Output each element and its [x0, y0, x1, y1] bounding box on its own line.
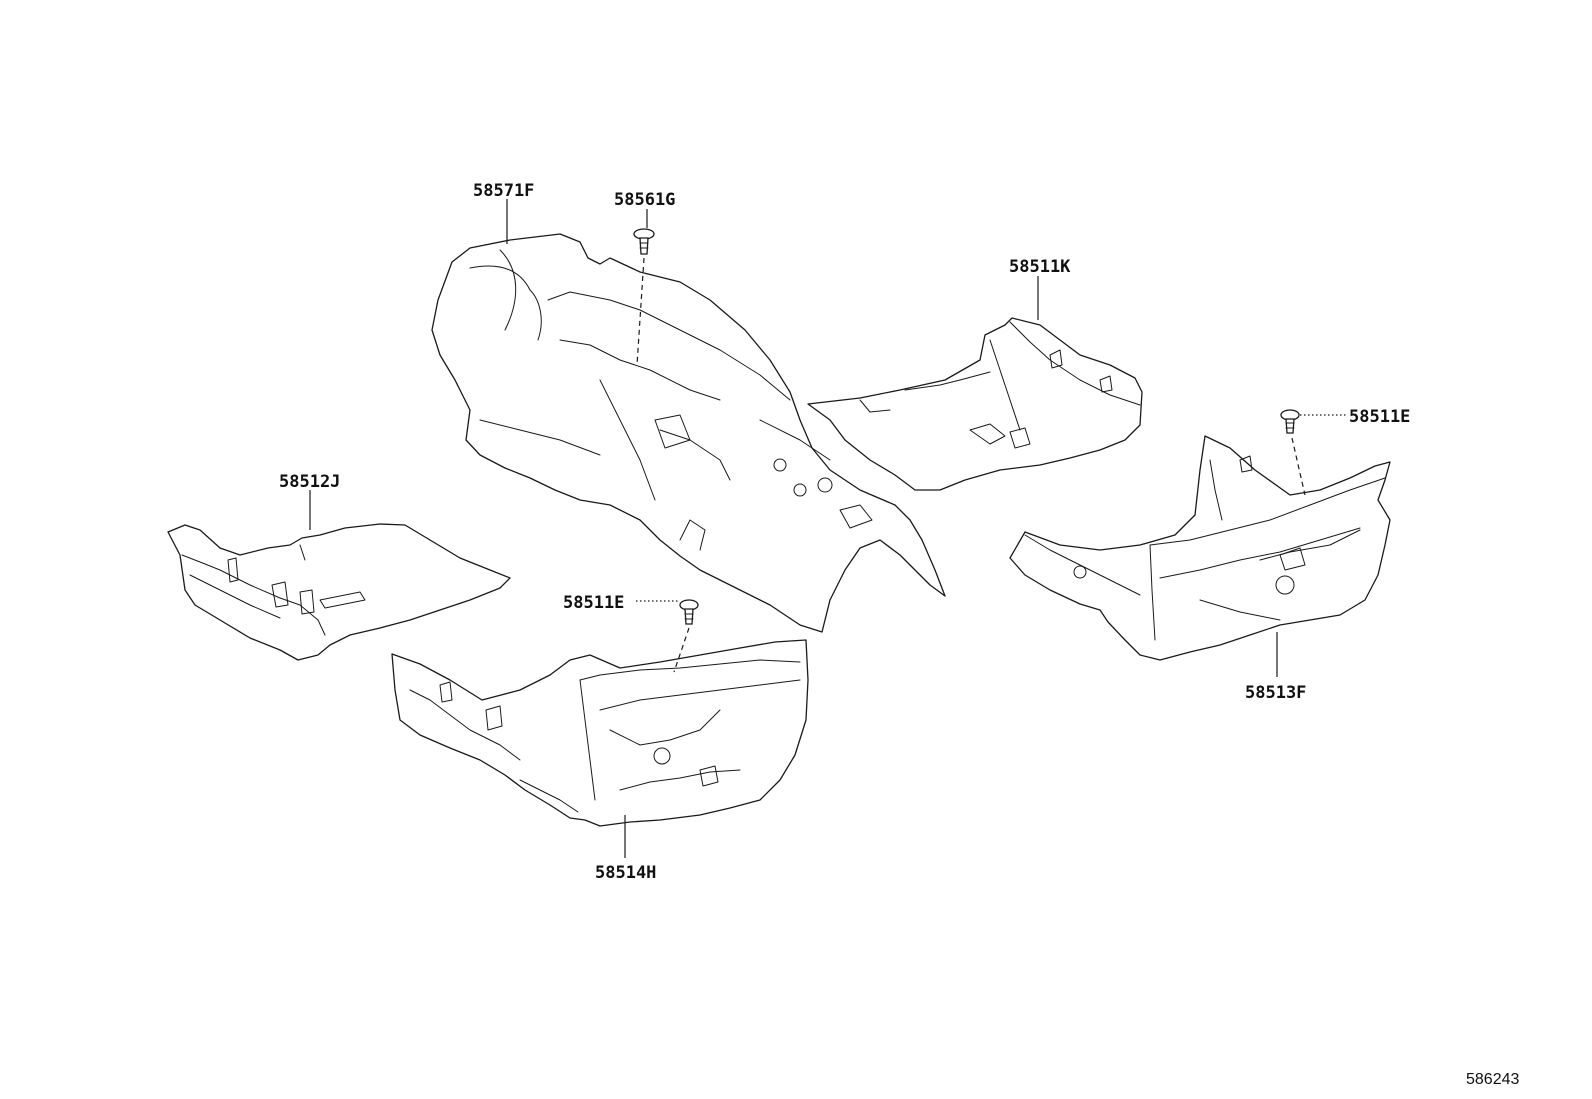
part-label-58514H: 58514H	[595, 863, 656, 883]
part-label-58561G: 58561G	[614, 190, 675, 210]
part-label-58512J: 58512J	[279, 472, 340, 492]
part-label-58571F: 58571F	[473, 181, 534, 201]
clip-icon	[679, 599, 699, 625]
part-label-58513F: 58513F	[1245, 683, 1306, 703]
front-floor-carpet-part	[431, 233, 946, 633]
rear-floor-carpet-part	[807, 317, 1143, 491]
front-right-floor-carpet-part	[391, 639, 809, 827]
leader-lines	[309, 199, 1347, 858]
clip-icon	[1280, 409, 1300, 434]
part-label-58511E-right: 58511E	[1349, 407, 1410, 427]
clip-icon	[633, 228, 655, 255]
left-floor-carpet-part	[167, 523, 511, 661]
part-label-58511E-center: 58511E	[563, 593, 624, 613]
figure-id: 586243	[1466, 1071, 1519, 1088]
part-label-58511K: 58511K	[1009, 257, 1071, 277]
front-left-floor-carpet-part	[1009, 435, 1391, 661]
